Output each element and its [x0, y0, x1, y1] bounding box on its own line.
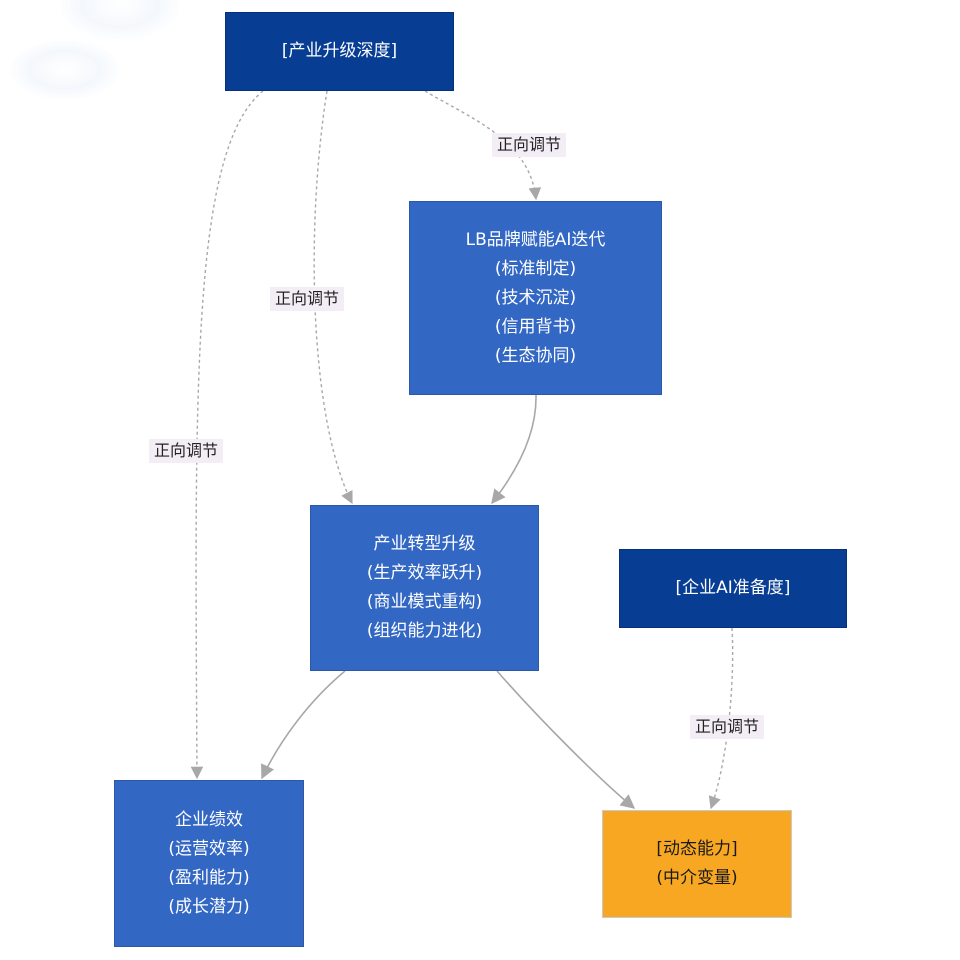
node-text-line: [产业升级深度] [281, 41, 398, 61]
edge-industry_depth-to-performance [190, 90, 264, 780]
node-text-line: 企业绩效 [175, 809, 243, 830]
edge-label-positive-moderation: 正向调节 [270, 287, 345, 311]
node-text-line: LB品牌赋能AI迭代 [465, 229, 606, 250]
edge-lb_brand-to-transformation [491, 394, 537, 505]
edge-label-positive-moderation: 正向调节 [492, 133, 567, 157]
edge-label-positive-moderation: 正向调节 [149, 439, 224, 463]
node-industry-upgrade-depth: [产业升级深度] [225, 12, 454, 91]
node-enterprise-ai-readiness: [企业AI准备度] [619, 549, 847, 628]
edge-transformation-to-dynamic_capability [496, 670, 636, 809]
node-lb-brand-ai-iteration: LB品牌赋能AI迭代 (标准制定) (技术沉淀) (信用背书) (生态协同) [409, 201, 662, 395]
node-text-line: (组织能力进化) [366, 621, 483, 641]
node-text-line: (技术沉淀) [494, 287, 577, 308]
node-industry-transformation: 产业转型升级 (生产效率跃升) (商业模式重构) (组织能力进化) [310, 505, 539, 671]
edge-label-positive-moderation: 正向调节 [690, 715, 765, 739]
node-text-line: (标准制定) [494, 258, 577, 279]
node-text-line: (盈利能力) [168, 867, 250, 888]
node-text-line: (中介变量) [656, 868, 738, 888]
node-text-line: (生态协同) [494, 345, 577, 366]
node-text-line: (生产效率跃升) [366, 563, 483, 583]
node-text-line: (运营效率) [168, 838, 250, 859]
node-text-line: [企业AI准备度] [675, 578, 791, 598]
node-enterprise-performance: 企业绩效 (运营效率) (盈利能力) (成长潜力) [114, 780, 304, 947]
edge-transformation-to-performance [261, 670, 346, 780]
node-text-line: [动态能力] [656, 839, 738, 859]
node-text-line: (成长潜力) [168, 896, 250, 917]
node-text-line: (商业模式重构) [366, 592, 483, 612]
node-text-line: (信用背书) [494, 316, 577, 337]
edge-industry_depth-to-lb_brand [424, 90, 542, 201]
node-dynamic-capability: [动态能力] (中介变量) [602, 810, 792, 918]
node-text-line: 产业转型升级 [373, 534, 476, 554]
